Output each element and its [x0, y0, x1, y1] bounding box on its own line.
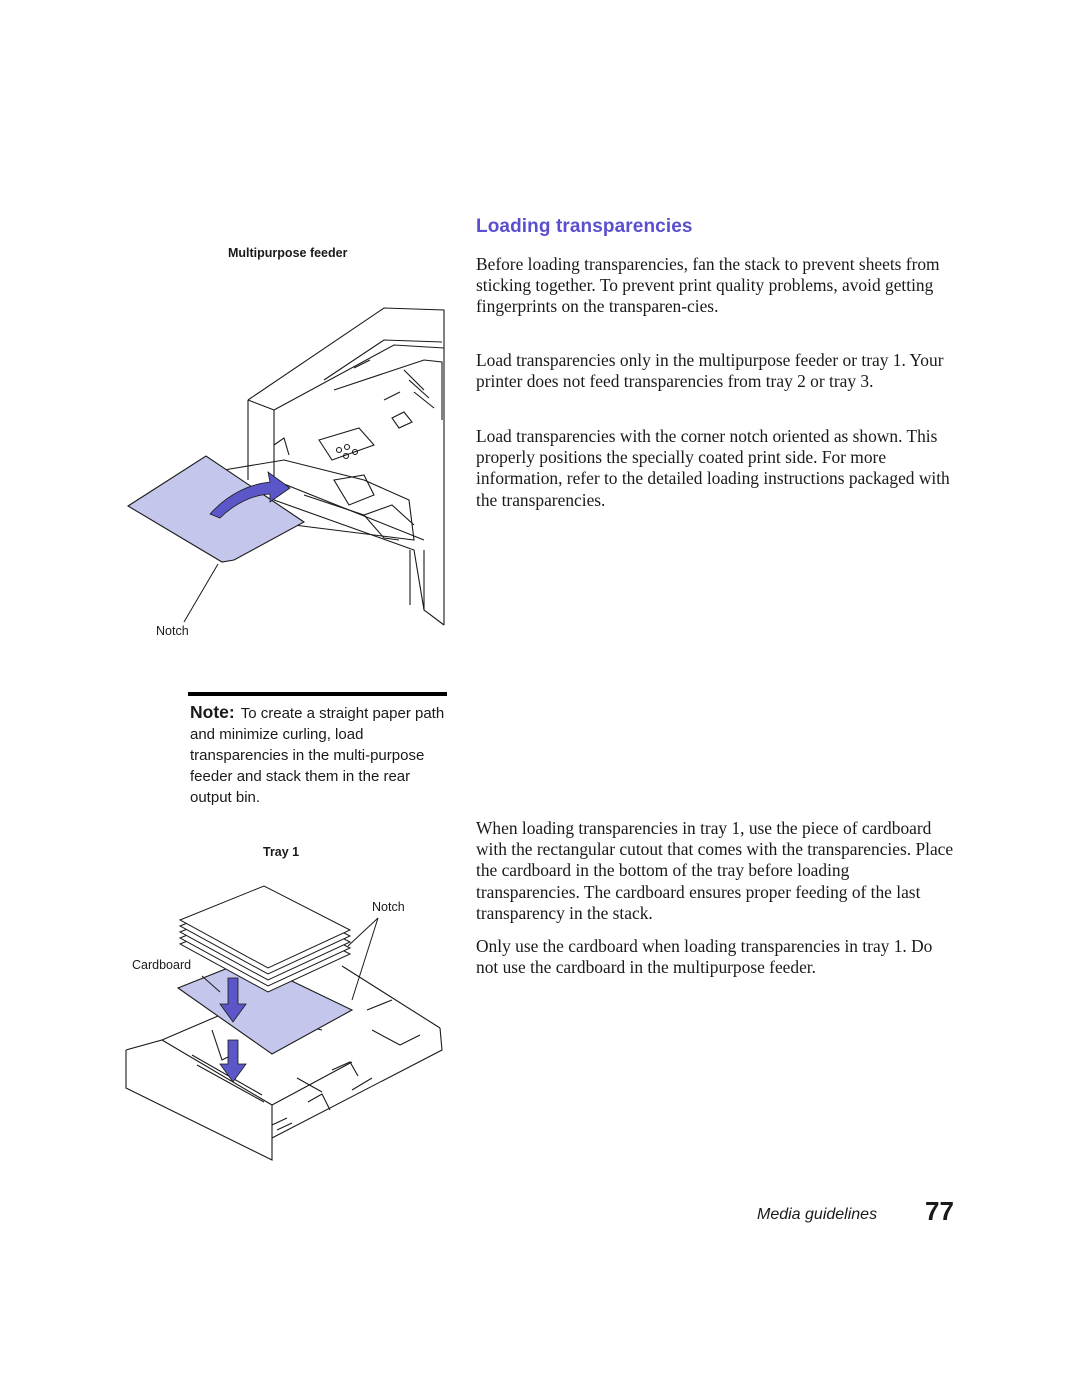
feeder-notch-label: Notch [156, 624, 189, 638]
body-paragraph: When loading transparencies in tray 1, u… [476, 818, 954, 923]
note-text: To create a straight paper path and mini… [190, 705, 445, 806]
note-label: Note: [190, 702, 235, 722]
body-paragraph: Only use the cardboard when loading tran… [476, 936, 933, 978]
cardboard-label: Cardboard [132, 958, 192, 972]
tray-figure-caption: Tray 1 [263, 845, 300, 859]
body-paragraph: Load transparencies with the corner notc… [476, 426, 950, 510]
note-rule [188, 692, 447, 696]
tray-notch-label: Notch [372, 900, 405, 914]
transparency-stack [178, 885, 352, 993]
body-paragraph: Load transparencies only in the multipur… [476, 350, 944, 392]
insert-arrow [209, 471, 291, 519]
note-block: Note:To create a straight paper path and… [190, 702, 452, 808]
down-arrow-cardboard [219, 1039, 247, 1083]
multipurpose-feeder-illustration [126, 307, 445, 626]
down-arrow-stack [219, 977, 247, 1023]
tray-1-illustration [125, 885, 443, 1161]
page-number: 77 [925, 1196, 954, 1226]
section-heading: Loading transparencies [476, 216, 693, 237]
body-paragraph: Before loading transparencies, fan the s… [476, 254, 940, 317]
footer-section-title: Media guidelines [757, 1206, 878, 1223]
cardboard-sheet [176, 959, 354, 1055]
feeder-figure-caption: Multipurpose feeder [228, 246, 348, 260]
